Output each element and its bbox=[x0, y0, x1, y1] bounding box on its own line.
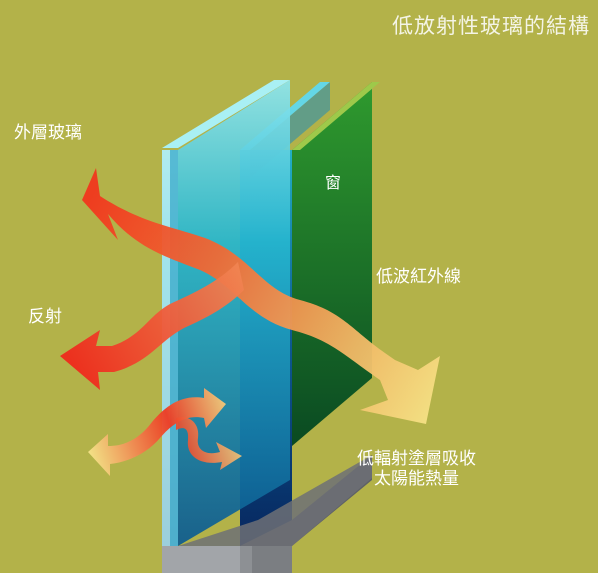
green-window-pane bbox=[292, 82, 372, 446]
outer-glass-top-edge bbox=[162, 80, 290, 148]
reflection-label: 反射 bbox=[28, 307, 62, 327]
solar-heat-arrow bbox=[82, 168, 440, 424]
frame-bottom-right bbox=[252, 546, 292, 573]
coating-absorbs-line2: 太陽能熱量 bbox=[374, 468, 459, 489]
absorbed-heat-arrow bbox=[88, 388, 226, 476]
frame-bottom-top bbox=[178, 455, 372, 546]
frame-bottom-front bbox=[162, 546, 252, 573]
outer-glass-band bbox=[170, 150, 178, 546]
window-label: 窗 bbox=[325, 173, 342, 192]
coating-absorbs-label: 低輻射塗層吸收 太陽能熱量 bbox=[357, 449, 476, 489]
green-pane-top-edge bbox=[292, 82, 380, 150]
low-wave-infrared-label: 低波紅外線 bbox=[376, 267, 461, 287]
reflection-arrow bbox=[60, 262, 244, 390]
outer-glass-label: 外層玻璃 bbox=[14, 123, 82, 143]
absorbed-heat-arrow-2 bbox=[176, 417, 242, 470]
diagram-title: 低放射性玻璃的結構 bbox=[392, 14, 590, 38]
coating-absorbs-line1: 低輻射塗層吸收 bbox=[357, 449, 476, 469]
